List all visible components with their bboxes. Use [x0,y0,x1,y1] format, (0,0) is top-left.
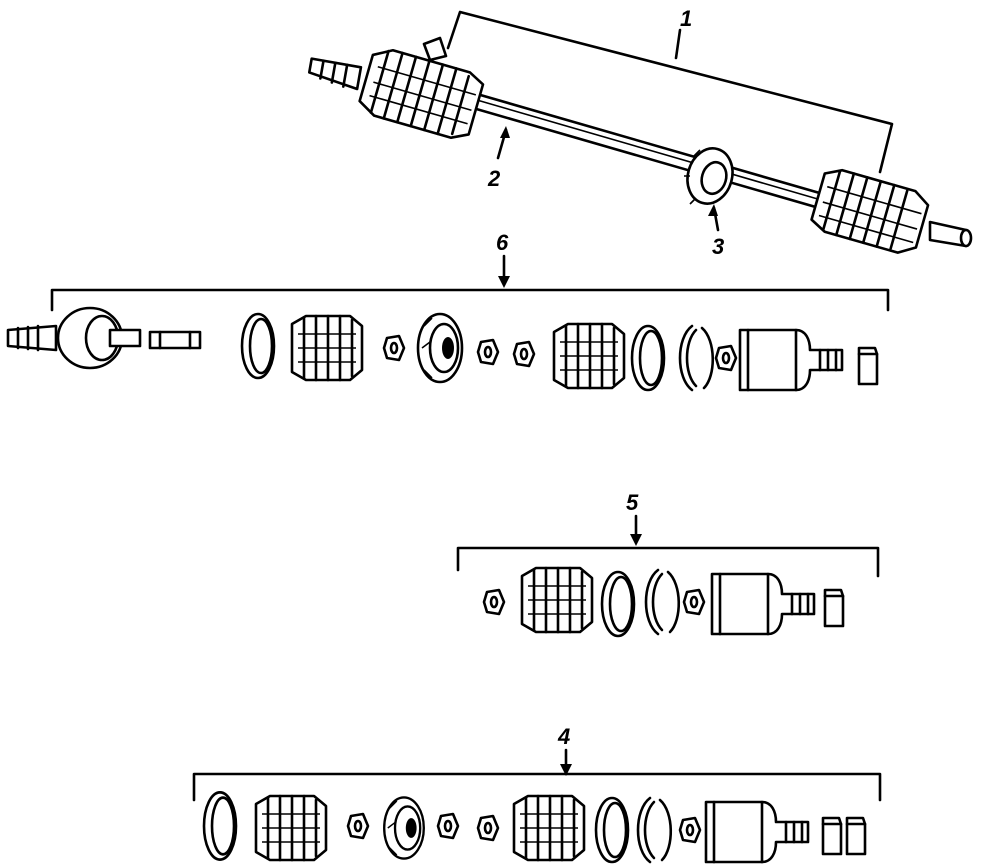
callout-5: 5 [626,490,639,515]
kit4-outer-joint [704,800,810,864]
kit4-clamp-2 [594,796,630,864]
kit4-snap-ring [636,796,673,864]
bracket-6 [50,288,890,312]
kit4-nut-4 [678,816,702,844]
kit6-bearing [416,312,464,384]
axle-inner-boot [358,48,485,140]
kit6-clamp-1 [240,312,276,380]
callout-3: 3 [712,234,724,259]
kit5-cap [823,588,845,628]
kit5-boot [520,566,594,634]
callout-1: 1 [680,6,692,31]
callout-4: 4 [557,724,570,749]
kit6-outer-joint [738,328,844,392]
kit5-clamp [600,570,636,638]
bracket-4 [192,772,882,802]
axle-outer-boot [810,168,930,254]
kit5-nut-2 [682,588,706,616]
kit4-clamp-1 [202,791,238,861]
kit4-cap-2 [845,816,867,856]
kit4-nut-2 [436,812,460,840]
kit4-cap-1 [821,816,843,856]
kit4-nut-1 [346,812,370,840]
axle-shaft [464,90,832,212]
kit6-boot-2 [552,322,626,390]
kit6-snap-ring [678,324,715,392]
axle-assembly: 1 [307,6,973,259]
kit4-bearing [383,796,425,860]
kit6-stub-shaft [148,330,202,350]
kit6-nut-4 [714,344,738,372]
kit5-snap-ring [644,568,681,636]
axle-inner-stub [307,57,363,91]
kit6-nut-1 [382,334,406,362]
kit-4: 4 [192,724,882,864]
kit5-outer-joint [710,572,816,636]
kit6-nut-2 [476,338,500,366]
callout-2: 2 [487,166,501,191]
kit-6: 6 [6,230,890,392]
kit6-clamp-2 [630,324,666,392]
bracket-5 [456,546,880,578]
callout-6: 6 [496,230,509,255]
kit6-cap [857,346,879,386]
axle-outer-stub [928,220,973,248]
kit4-boot-1 [254,794,328,862]
kit6-nut-3 [512,340,536,368]
kit6-inner-joint [6,306,142,370]
kit-5: 5 [456,490,880,638]
kit6-boot-1 [290,314,364,382]
kit4-boot-2 [512,794,586,862]
kit4-nut-3 [476,814,500,842]
leader-1 [674,28,682,60]
axle-damper [684,147,734,205]
kit5-nut-1 [482,588,506,616]
bracket-1 [446,10,894,174]
